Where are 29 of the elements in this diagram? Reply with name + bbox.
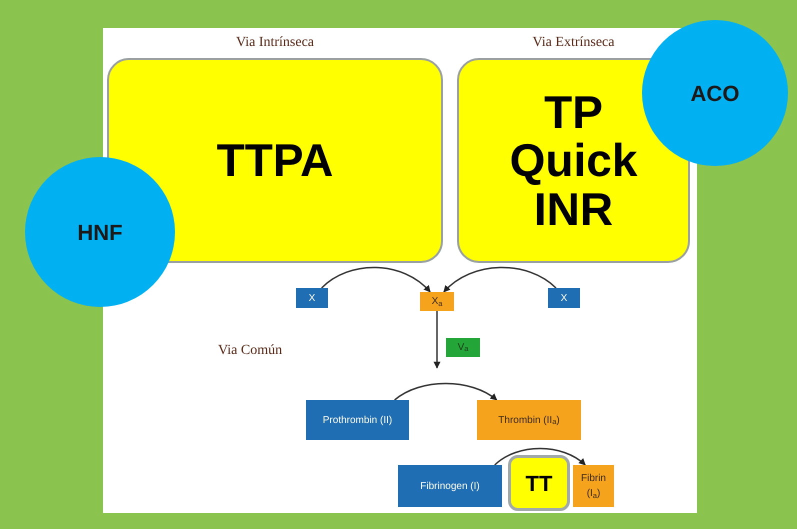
factor-box	[548, 288, 580, 308]
test-name: ACO	[690, 80, 740, 108]
arrow	[321, 266, 431, 293]
factor-box	[398, 465, 502, 507]
arrow	[443, 266, 556, 293]
factor-name: X	[560, 292, 568, 306]
arrow	[434, 311, 440, 369]
edge-label: V$_{a}$	[446, 338, 480, 357]
arrow	[394, 382, 498, 401]
factor-box	[306, 400, 409, 440]
test-name: TT	[524, 470, 554, 498]
section-heading: Via Extrínseca	[532, 34, 616, 52]
factor-box	[420, 292, 454, 311]
test-name: TP Quick INR	[508, 88, 638, 233]
factor-box	[477, 400, 581, 440]
test-box	[508, 455, 570, 511]
factor-name: Thrombin (II$_{a}$)	[497, 414, 561, 428]
factor-name: X	[308, 292, 316, 306]
factor-name: X$_{a}$	[430, 295, 444, 309]
factor-name: Fibrin (I$_{a}$)	[580, 472, 607, 501]
factor-name: Prothrombin (II)	[322, 414, 394, 428]
factor-name: Fibrinogen (I)	[419, 480, 481, 494]
factor-box	[573, 465, 614, 507]
factor-box	[296, 288, 328, 308]
pathway-label: Via Común	[218, 342, 282, 360]
arrow	[494, 448, 586, 466]
test-name: HNF	[76, 218, 124, 246]
section-heading: Via Intrínseca	[234, 34, 316, 52]
test-name: TTPA	[216, 136, 334, 185]
